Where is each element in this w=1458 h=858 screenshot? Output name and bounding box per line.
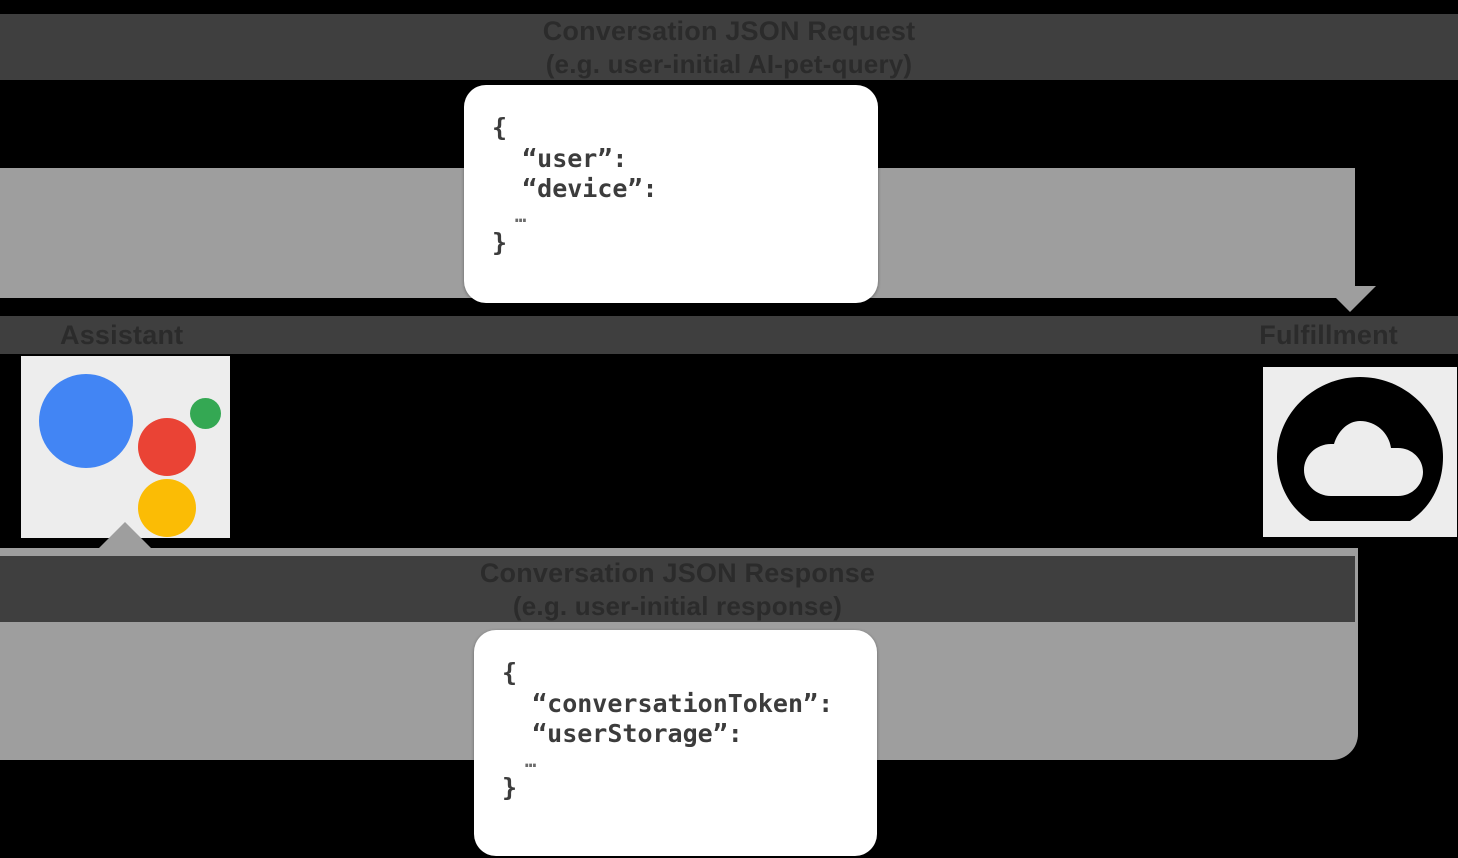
google-assistant-icon: [21, 356, 230, 538]
request-close-brace: }: [492, 227, 508, 257]
assistant-green-dot-icon: [190, 398, 221, 429]
request-json-card: { “user”: “device”: … }: [464, 85, 878, 303]
response-json-card: { “conversationToken”: “userStorage”: … …: [474, 630, 877, 856]
request-subtitle-strip: (e.g. user-initial AI-pet-query): [0, 48, 1458, 80]
response-subtitle: (e.g. user-initial response): [512, 590, 843, 621]
assistant-red-dot-icon: [138, 418, 196, 476]
response-key-conversation-token: “conversationToken”:: [532, 688, 834, 718]
request-open-brace: {: [492, 113, 508, 142]
response-key-user-storage: “userStorage”:: [532, 719, 743, 748]
request-key-device: “device”:: [522, 174, 658, 203]
google-cloud-icon: [1263, 367, 1457, 537]
request-subtitle: (e.g. user-initial AI-pet-query): [545, 48, 913, 79]
response-ellipsis: …: [524, 749, 537, 772]
response-title-strip: Conversation JSON Response: [0, 556, 1355, 590]
request-title: Conversation JSON Request: [542, 15, 916, 46]
response-close-brace: }: [502, 772, 518, 802]
cloud-glyph-icon: [1277, 377, 1443, 521]
response-arrow-head-icon: [99, 522, 151, 548]
response-title: Conversation JSON Response: [479, 557, 876, 588]
response-open-brace: {: [502, 658, 518, 687]
fulfillment-label: Fulfillment: [1259, 319, 1398, 350]
assistant-label: Assistant: [60, 319, 184, 350]
endpoint-label-strip: Assistant Fulfillment: [0, 316, 1458, 354]
request-key-user: “user”:: [522, 143, 628, 173]
request-title-strip: Conversation JSON Request: [0, 14, 1458, 48]
request-arrow-head-icon: [1324, 286, 1376, 312]
response-subtitle-strip: (e.g. user-initial response): [0, 590, 1355, 622]
request-ellipsis: …: [514, 204, 527, 227]
assistant-blue-dot-icon: [39, 374, 133, 468]
request-arrow-drop: [1260, 168, 1355, 290]
